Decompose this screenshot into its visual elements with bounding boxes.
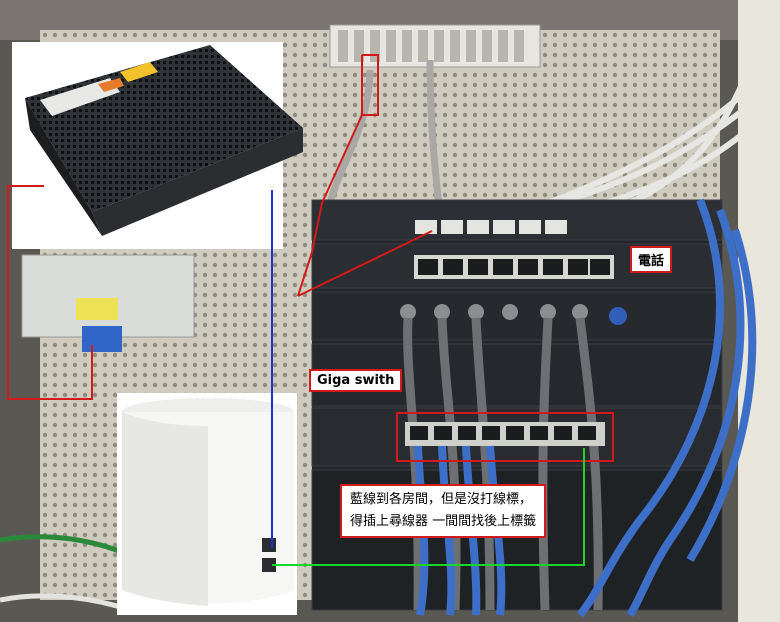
- patch-panel-ports-top: [415, 220, 567, 234]
- switch-ports: [414, 255, 614, 279]
- blue-cable-note-callout: 藍線到各房間，但是沒打線標， 得插上尋線器 一間間找後上標籤: [340, 484, 547, 538]
- patch-panel-ports-bottom: [405, 422, 605, 446]
- blue-lan-cables: [414, 198, 757, 618]
- cabinet-door-edge: [738, 0, 780, 622]
- annotation-lines: [7, 54, 614, 566]
- breaker-box: [21, 254, 195, 352]
- note-line-2: 得插上尋線器 一間間找後上標籤: [350, 514, 537, 529]
- phone-callout: 電話: [630, 246, 673, 273]
- note-line-1: 藍線到各房間，但是沒打線標，: [350, 492, 533, 507]
- coax-connectors: [400, 304, 627, 325]
- onu-device: [12, 42, 303, 249]
- terminal-block: [329, 24, 541, 68]
- mesh-wifi-node: [117, 393, 297, 615]
- giga-switch-callout: Giga swith: [309, 369, 403, 392]
